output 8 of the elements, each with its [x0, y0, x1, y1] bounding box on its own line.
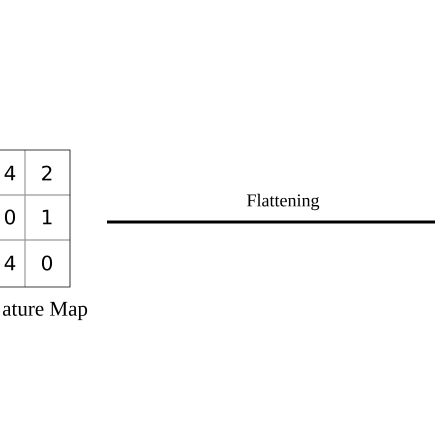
- caption: ature Map: [2, 302, 88, 320]
- table-cell: 1: [42, 210, 52, 224]
- step-label: Flattening: [247, 194, 320, 210]
- table-cell: 0: [42, 255, 52, 271]
- table-cell: 2: [42, 166, 52, 180]
- table-cell: 4: [4, 256, 16, 270]
- table-cell: 4: [4, 166, 16, 180]
- table-cell: 0: [4, 209, 16, 225]
